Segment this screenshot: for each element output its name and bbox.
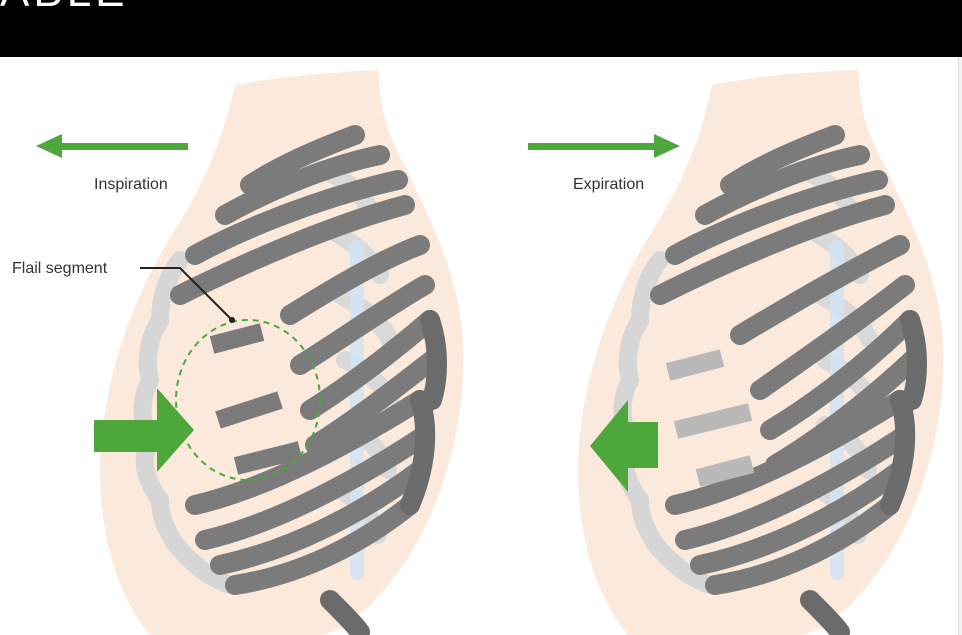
header-bar: ABLE [0, 0, 962, 57]
flail-segment-label: Flail segment [12, 260, 108, 277]
arrow-right-large-icon [94, 388, 194, 472]
arrow-left-large-icon [590, 400, 658, 492]
ribs-left [170, 125, 442, 595]
scrollbar-edge [958, 57, 962, 635]
expiration-panel: Expiration [528, 70, 944, 635]
rib-ends-left [320, 310, 447, 635]
flail-leader-dot [229, 317, 235, 323]
flail-segment-outline [175, 319, 321, 481]
flail-chest-diagram: Flail segment Inspiration [12, 70, 944, 635]
inspiration-label: Inspiration [94, 176, 168, 193]
flail-segment-ribs-expiration [665, 349, 755, 487]
header-title: ABLE [0, 0, 129, 14]
expiration-label: Expiration [573, 176, 644, 193]
flail-segment-ribs [209, 323, 303, 475]
flail-leader-line [140, 267, 233, 321]
arrow-right-icon [528, 134, 680, 158]
rib-ends-right [800, 310, 927, 635]
inspiration-panel: Flail segment Inspiration [12, 70, 464, 635]
arrow-left-icon [36, 134, 188, 158]
ribs-right [650, 125, 922, 595]
